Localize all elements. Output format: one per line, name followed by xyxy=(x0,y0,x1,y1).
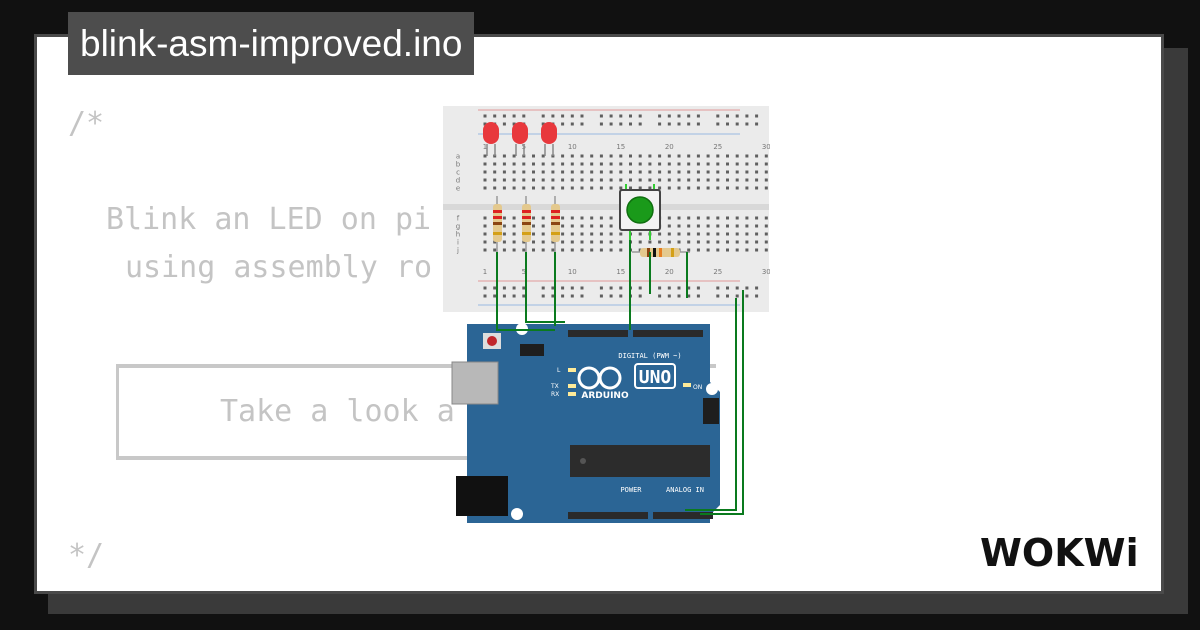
usb-port xyxy=(451,361,499,405)
code-line-blink: Blink an LED on pi xyxy=(106,202,432,237)
led-tx-indicator xyxy=(568,384,576,388)
column-label: 30 xyxy=(762,268,770,276)
row-label: a xyxy=(456,153,460,161)
row-label: h xyxy=(456,231,460,239)
led-rx-indicator xyxy=(568,392,576,396)
arduino-model: UNO xyxy=(639,367,672,388)
power-pins-label: POWER xyxy=(620,486,642,494)
column-label: 25 xyxy=(713,143,722,151)
led-1[interactable] xyxy=(483,122,499,156)
uno-badge xyxy=(634,363,676,389)
analog-pins-label: ANALOG IN xyxy=(666,486,704,494)
led-l-indicator xyxy=(568,368,576,372)
column-label: 25 xyxy=(713,268,722,276)
pushbutton[interactable] xyxy=(619,184,661,240)
wokwi-logo-text: WOKWi xyxy=(980,531,1139,575)
file-name-title: blink-asm-improved.ino xyxy=(68,12,475,75)
column-label: 30 xyxy=(762,143,770,151)
column-label: 10 xyxy=(568,143,577,151)
code-comment-open: /* xyxy=(68,106,105,141)
code-box-text: Take a look a xyxy=(220,394,455,429)
resistor-2[interactable] xyxy=(522,196,531,252)
code-line-assembly: using assembly ro xyxy=(125,250,433,285)
wire-power-gnd xyxy=(700,290,744,515)
column-label: 20 xyxy=(665,143,674,151)
column-label: 1 xyxy=(483,143,487,151)
wires xyxy=(496,240,744,515)
column-label: 20 xyxy=(665,268,674,276)
row-label: d xyxy=(456,177,460,185)
arduino-brand: ARDUINO xyxy=(581,391,629,401)
row-label: i xyxy=(457,239,459,247)
column-label: 15 xyxy=(616,268,625,276)
column-label: 1 xyxy=(483,268,487,276)
mounting-hole xyxy=(511,508,523,520)
resistor-1[interactable] xyxy=(493,196,502,252)
dc-power-jack xyxy=(456,476,508,516)
digital-header-right xyxy=(633,330,703,337)
atmega-chip xyxy=(570,445,710,477)
wokwi-logo: WOKWi xyxy=(980,531,1139,575)
resistor-3[interactable] xyxy=(551,196,560,252)
code-comment-box xyxy=(116,364,716,460)
row-label: j xyxy=(456,247,459,255)
led-2[interactable] xyxy=(512,122,528,156)
wire-power-5v xyxy=(685,298,737,511)
rx-label: RX xyxy=(551,391,559,398)
wire-led1 xyxy=(496,252,555,331)
digital-header-left xyxy=(568,330,628,337)
row-label: b xyxy=(456,161,461,169)
led-3[interactable] xyxy=(541,122,557,156)
breadboard-channel xyxy=(443,204,769,210)
column-label: 15 xyxy=(616,143,625,151)
row-label: e xyxy=(456,185,460,193)
code-comment-close: */ xyxy=(68,538,105,573)
arduino-logo-right xyxy=(598,366,622,390)
arduino-uno[interactable]: UNO ARDUINO DIGITAL (PWM ~) POWER ANALOG… xyxy=(451,323,720,523)
on-label: ON xyxy=(693,384,702,391)
power-header xyxy=(568,512,648,519)
row-label: g xyxy=(456,223,460,231)
digital-pins-label: DIGITAL (PWM ~) xyxy=(618,352,681,360)
icsp-header-2 xyxy=(703,398,719,424)
l-label: L xyxy=(557,367,561,374)
chip-notch xyxy=(580,458,586,464)
led-on-indicator xyxy=(683,383,691,387)
column-label: 5 xyxy=(522,268,526,276)
analog-header xyxy=(653,512,713,519)
reset-button-cap xyxy=(487,336,497,346)
tx-label: TX xyxy=(550,383,559,390)
row-label: c xyxy=(456,169,460,177)
icsp-header xyxy=(520,344,544,356)
mounting-hole xyxy=(706,383,718,395)
column-label: 10 xyxy=(568,268,577,276)
wire-led2 xyxy=(525,252,565,323)
row-label: f xyxy=(457,215,460,223)
